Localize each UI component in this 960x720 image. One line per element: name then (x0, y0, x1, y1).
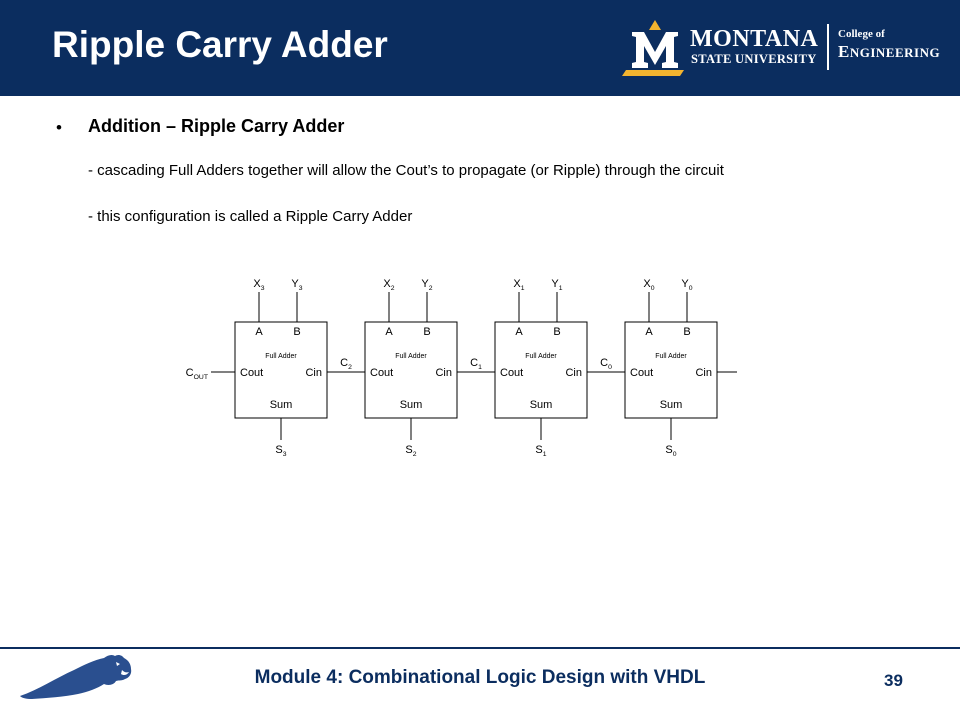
pin-cin-label: Cin (565, 367, 582, 379)
pin-cout-label: Cout (370, 367, 393, 379)
slide-title: Ripple Carry Adder (52, 24, 388, 65)
pin-cin-label: Cin (695, 367, 712, 379)
pin-cin-label: Cin (435, 367, 452, 379)
sum-output-label: S1 (535, 444, 546, 458)
full-adder-label: Full Adder (395, 353, 427, 360)
university-logo: MONTANA STATE UNIVERSITY College of ENGI… (622, 18, 952, 80)
logo-engineering-cap: E (838, 42, 850, 61)
full-adder-label: Full Adder (265, 353, 297, 360)
full-adder-label: Full Adder (525, 353, 557, 360)
pin-a-label: A (255, 326, 263, 338)
bullet-line-2: - this configuration is called a Ripple … (88, 208, 413, 225)
y-input-label: Y1 (551, 278, 562, 292)
pin-cout-label: Cout (630, 367, 653, 379)
x-input-label: X2 (383, 278, 394, 292)
x-input-label: X1 (513, 278, 524, 292)
pin-b-label: B (683, 326, 690, 338)
footer-divider (0, 647, 960, 649)
carry-label: C1 (470, 357, 482, 371)
sum-output-label: S2 (405, 444, 416, 458)
logo-state-university-text: STATE UNIVERSITY (691, 52, 817, 66)
full-adder-label: Full Adder (655, 353, 687, 360)
pin-b-label: B (423, 326, 430, 338)
pin-a-label: A (385, 326, 393, 338)
carry-label: C2 (340, 357, 352, 371)
x-input-label: X3 (253, 278, 264, 292)
msu-m-logo-icon (622, 20, 684, 76)
bullet-symbol: • (56, 118, 62, 137)
pin-sum-label: Sum (400, 399, 423, 411)
y-input-label: Y3 (291, 278, 302, 292)
y-input-label: Y2 (421, 278, 432, 292)
bullet-title: Addition – Ripple Carry Adder (88, 116, 345, 136)
pin-sum-label: Sum (270, 399, 293, 411)
logo-college-of-text: College of (838, 28, 885, 40)
sum-output-label: S0 (665, 444, 676, 458)
logo-engineering-text: ENGINEERING (838, 42, 940, 62)
cout-label: COUT (186, 367, 208, 381)
pin-b-label: B (553, 326, 560, 338)
carry-label: C0 (600, 357, 612, 371)
pin-a-label: A (645, 326, 653, 338)
x-input-label: X0 (643, 278, 654, 292)
pin-sum-label: Sum (660, 399, 683, 411)
sum-output-label: S3 (275, 444, 286, 458)
pin-cin-label: Cin (305, 367, 322, 379)
page-number: 39 (884, 671, 903, 690)
logo-engineering-rest: NGINEERING (849, 45, 941, 60)
y-input-label: Y0 (681, 278, 692, 292)
bobcat-mascot-icon (20, 654, 132, 699)
pin-b-label: B (293, 326, 300, 338)
pin-a-label: A (515, 326, 523, 338)
pin-cout-label: Cout (240, 367, 263, 379)
full-adder-box (494, 321, 588, 419)
footer-module-title: Module 4: Combinational Logic Design wit… (254, 667, 706, 688)
logo-divider (827, 24, 829, 70)
full-adder-box (364, 321, 458, 419)
logo-montana-text: MONTANA (690, 26, 819, 52)
slide-header: Ripple Carry Adder MONTANA STATE UNIVERS… (0, 0, 960, 96)
full-adder-box (234, 321, 328, 419)
full-adder-box (624, 321, 718, 419)
bullet-line-1: - cascading Full Adders together will al… (88, 162, 724, 179)
pin-sum-label: Sum (530, 399, 553, 411)
pin-cout-label: Cout (500, 367, 523, 379)
